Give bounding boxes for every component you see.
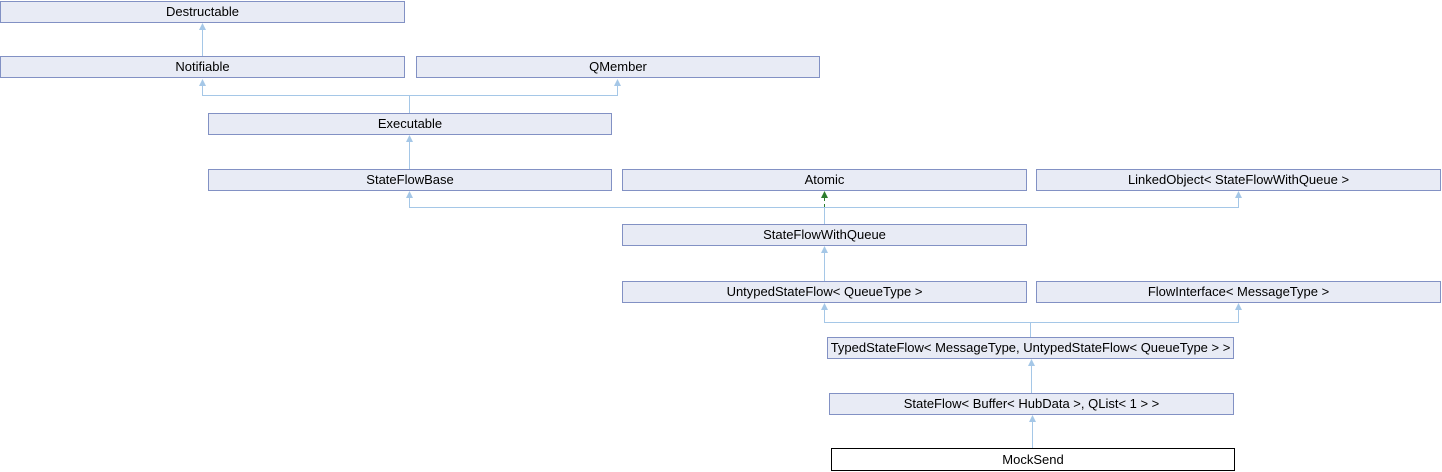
class-node-notifiable[interactable]: Notifiable <box>0 56 405 78</box>
edge-mocksend-to-stateflow <box>1029 415 1036 448</box>
class-node-mocksend: MockSend <box>831 448 1235 471</box>
class-node-stateflowwithqueue[interactable]: StateFlowWithQueue <box>622 224 1027 246</box>
class-node-destructable[interactable]: Destructable <box>0 1 405 23</box>
class-node-qmember[interactable]: QMember <box>416 56 820 78</box>
edge-stateflow-to-typedstateflow <box>1028 359 1035 393</box>
edge-stateflowwithqueue-to-bases <box>406 191 1242 224</box>
class-node-executable[interactable]: Executable <box>208 113 612 135</box>
class-node-typedstateflow[interactable]: TypedStateFlow< MessageType, UntypedStat… <box>827 337 1234 359</box>
class-node-flowinterface[interactable]: FlowInterface< MessageType > <box>1036 281 1441 303</box>
class-node-untypedstateflow[interactable]: UntypedStateFlow< QueueType > <box>622 281 1027 303</box>
edge-typedstateflow-to-bases <box>821 303 1242 337</box>
class-node-stateflowbase[interactable]: StateFlowBase <box>208 169 612 191</box>
class-node-stateflow[interactable]: StateFlow< Buffer< HubData >, QList< 1 >… <box>829 393 1234 415</box>
class-node-atomic[interactable]: Atomic <box>622 169 1027 191</box>
edge-untypedstateflow-to-stateflowwithqueue <box>821 246 828 281</box>
edge-executable-to-notifiable-qmember <box>199 79 621 113</box>
class-node-linkedobject[interactable]: LinkedObject< StateFlowWithQueue > <box>1036 169 1441 191</box>
edge-notifiable-to-destructable <box>199 23 206 56</box>
edge-stateflowbase-to-executable <box>406 135 413 169</box>
